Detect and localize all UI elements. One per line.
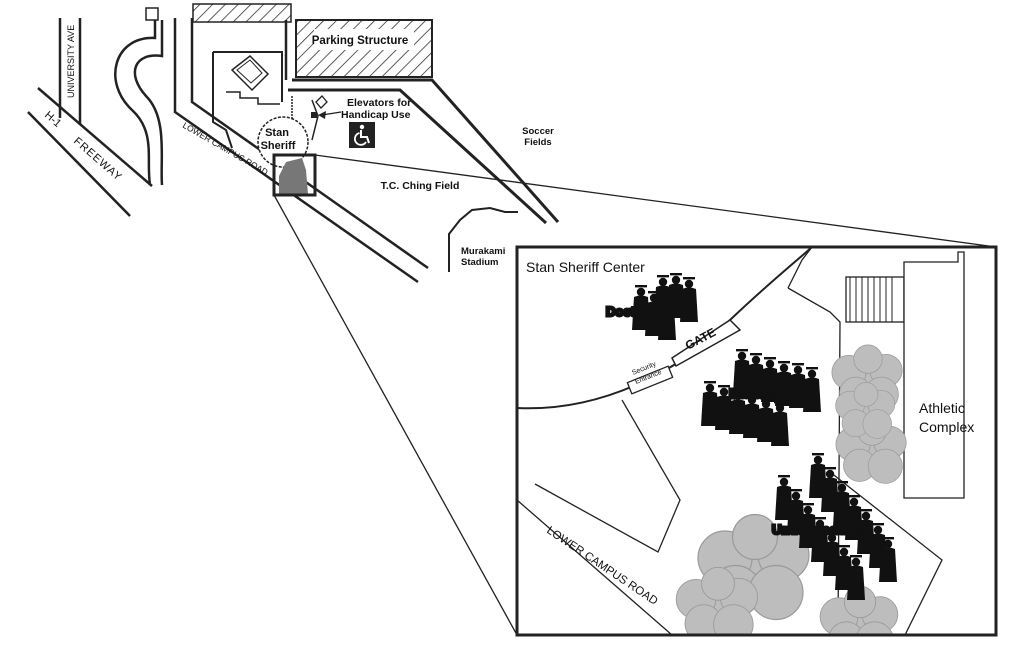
- murakami-label-line2: Stadium: [461, 257, 498, 268]
- soccer-fields-label-line2: Fields: [524, 137, 551, 148]
- wheelchair-icon: [349, 122, 375, 148]
- masters-label: Masters: [729, 386, 778, 401]
- stan-sheriff-label-line1: Stan: [265, 127, 289, 139]
- zoom-frame: [272, 153, 317, 197]
- murakami-stadium: [448, 206, 518, 272]
- parking-structure-label: Parking Structure: [312, 35, 409, 47]
- stan-sheriff-center-label: Stan Sheriff Center: [526, 259, 645, 275]
- university-ave-label: UNIVERSITY AVE: [66, 25, 76, 98]
- highlight-area: [279, 158, 308, 194]
- soccer-fields-label-line1: Soccer: [522, 126, 554, 137]
- doctorates-label: Doctorates: [606, 304, 674, 319]
- athletic-complex-label-line1: Athletic: [919, 400, 965, 416]
- freeway-label: FREEWAY: [71, 135, 124, 184]
- inset-map: Stan Sheriff Center Doctorates GATE Secu…: [515, 245, 998, 637]
- murakami-label-line1: Murakami: [461, 246, 505, 257]
- overview-map: Parking Structure UNIVERSITY AVE H-1 FRE…: [27, 3, 997, 636]
- inset-frame: [515, 245, 998, 637]
- stan-sheriff-label-line2: Sheriff: [261, 140, 296, 152]
- athletic-complex-label-line2: Complex: [919, 419, 974, 435]
- tc-ching-field-label: T.C. Ching Field: [381, 180, 460, 192]
- elevators-label-line1: Elevators for: [347, 97, 411, 109]
- undergraduates-label: Undergraduates: [772, 522, 872, 537]
- elevators-label-line2: Handicap Use: [341, 109, 411, 121]
